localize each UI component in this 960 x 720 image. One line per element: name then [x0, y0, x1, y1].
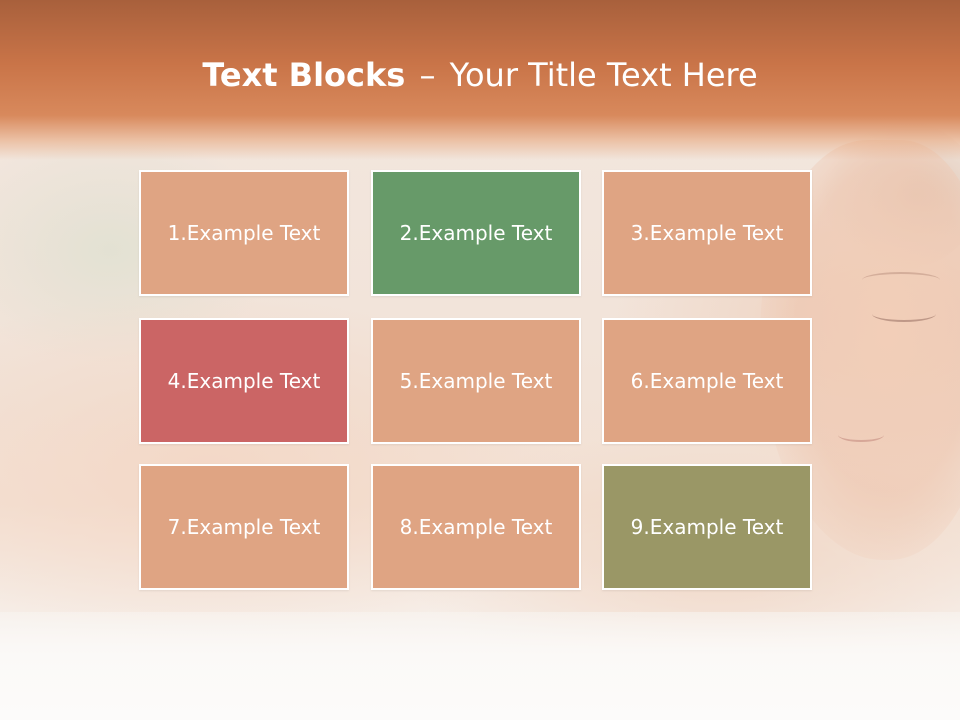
text-block-9[interactable]: 9.Example Text	[602, 464, 812, 590]
text-block-2[interactable]: 2.Example Text	[371, 170, 581, 296]
text-block-5[interactable]: 5.Example Text	[371, 318, 581, 444]
text-block-8[interactable]: 8.Example Text	[371, 464, 581, 590]
background-photo-towel	[0, 612, 960, 720]
text-block-3[interactable]: 3.Example Text	[602, 170, 812, 296]
slide-title: Text Blocks – Your Title Text Here	[0, 52, 960, 98]
header-band	[0, 0, 960, 160]
title-bold: Text Blocks	[202, 56, 406, 94]
text-block-6[interactable]: 6.Example Text	[602, 318, 812, 444]
text-block-7[interactable]: 7.Example Text	[139, 464, 349, 590]
text-block-grid: 1.Example Text 2.Example Text 3.Example …	[139, 170, 815, 594]
background-photo-eye	[872, 306, 936, 322]
text-block-1[interactable]: 1.Example Text	[139, 170, 349, 296]
background-photo-mouth	[838, 428, 884, 442]
background-photo-brow	[862, 272, 940, 288]
text-block-4[interactable]: 4.Example Text	[139, 318, 349, 444]
title-separator: –	[419, 56, 436, 94]
title-rest: Your Title Text Here	[449, 56, 758, 94]
